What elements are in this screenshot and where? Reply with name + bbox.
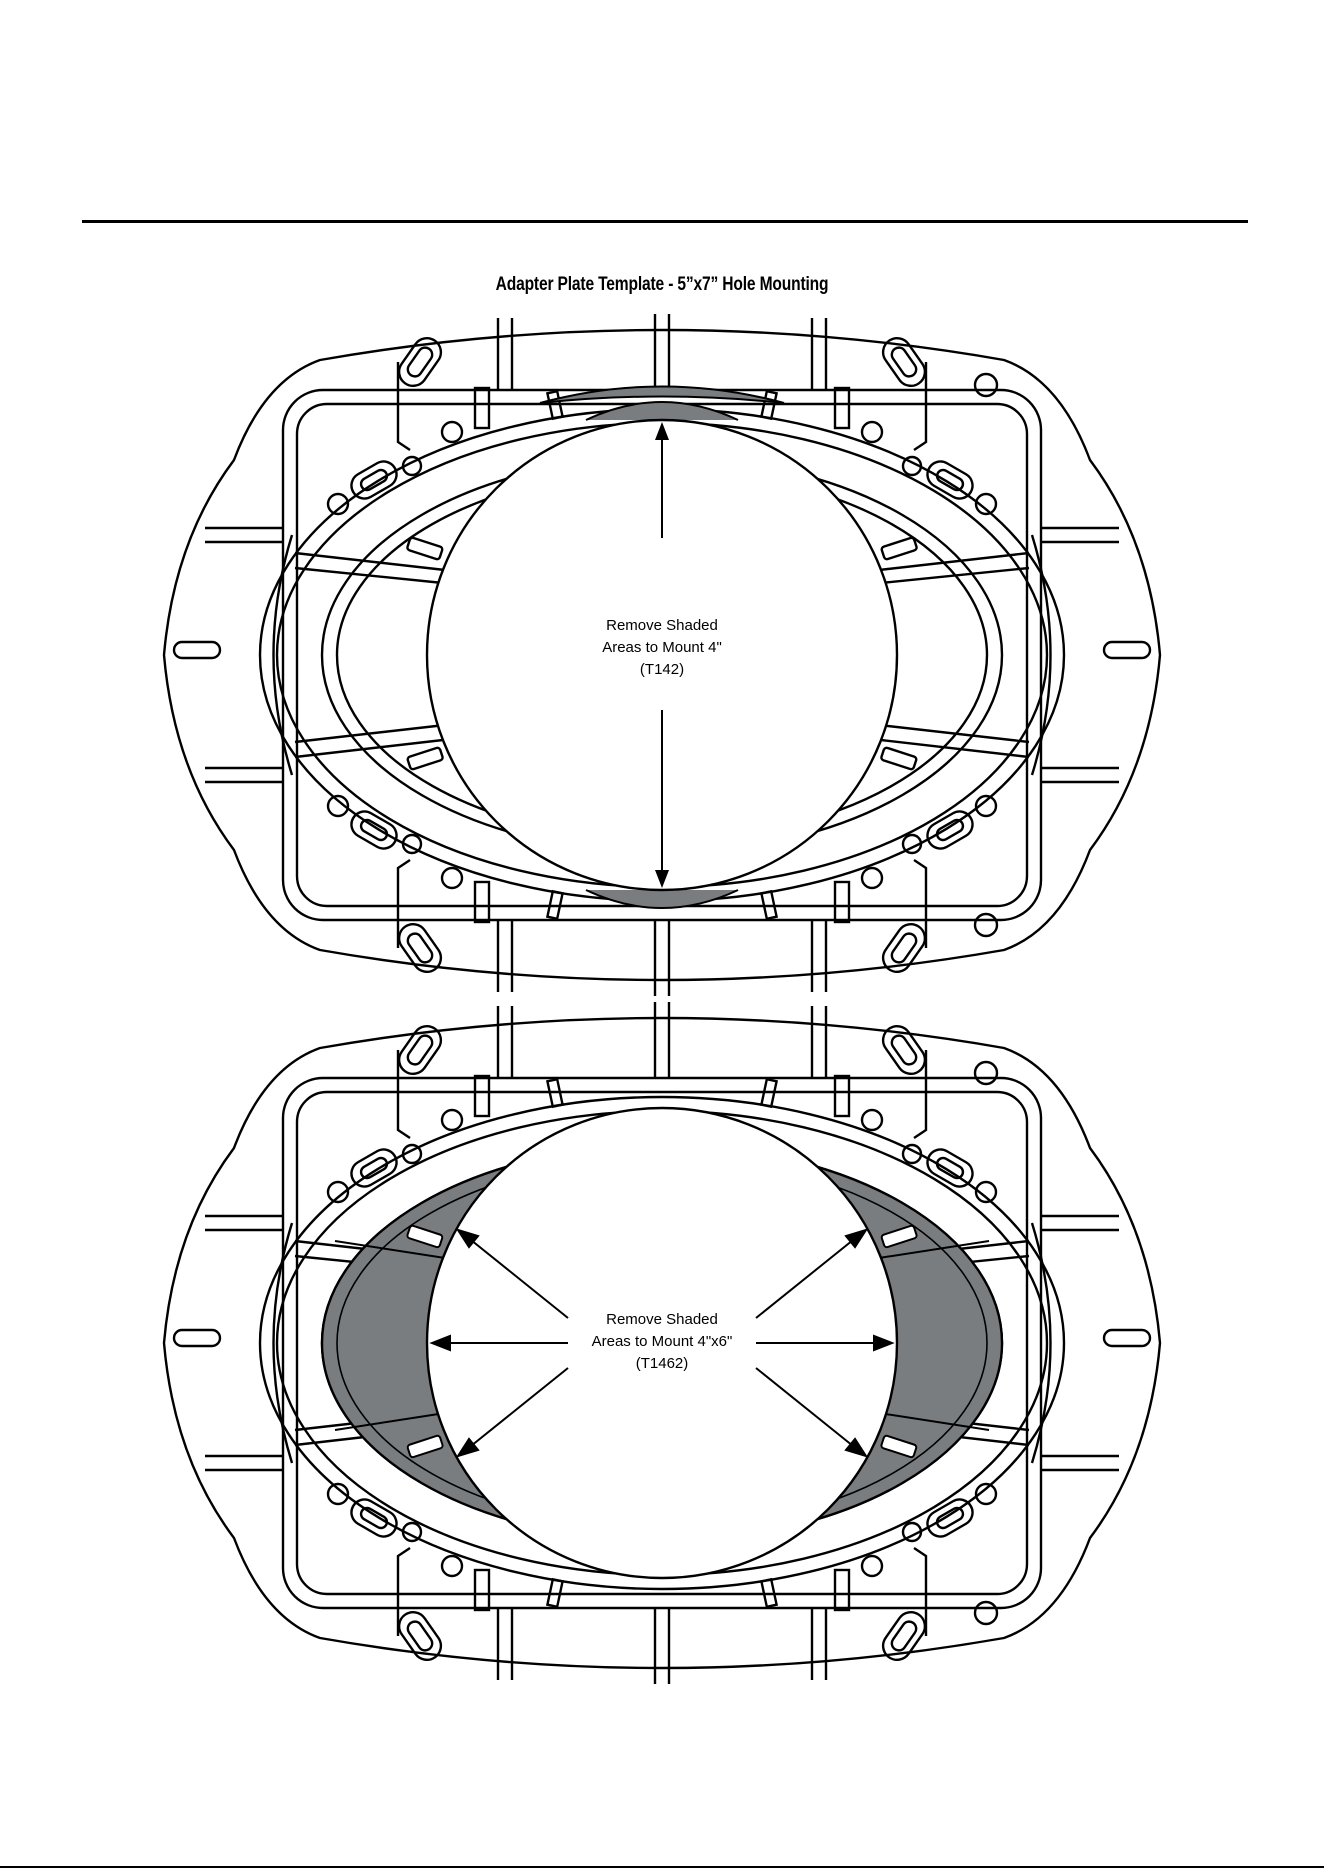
instruction-line-3: (T142)	[640, 661, 684, 678]
instruction-line-1: Remove Shaded	[606, 617, 718, 634]
plate-drawing: Remove Shaded Areas to Mount 4"x6" (T146…	[0, 998, 1324, 1688]
instruction-line-3: (T1462)	[636, 1355, 689, 1372]
adapter-plate-t142: Remove Shaded Areas to Mount 4" (T142)	[0, 310, 1324, 1000]
plate-drawing: Remove Shaded Areas to Mount 4" (T142)	[0, 310, 1324, 1000]
footer-rule	[0, 1866, 1324, 1868]
instruction-line-2: Areas to Mount 4"x6"	[592, 1333, 733, 1350]
page-title: Adapter Plate Template - 5”x7” Hole Moun…	[119, 274, 1205, 296]
instruction-line-2: Areas to Mount 4"	[602, 639, 722, 656]
instruction-line-1: Remove Shaded	[606, 1311, 718, 1328]
adapter-plate-t1462: Remove Shaded Areas to Mount 4"x6" (T146…	[0, 998, 1324, 1688]
header-rule	[82, 220, 1248, 223]
